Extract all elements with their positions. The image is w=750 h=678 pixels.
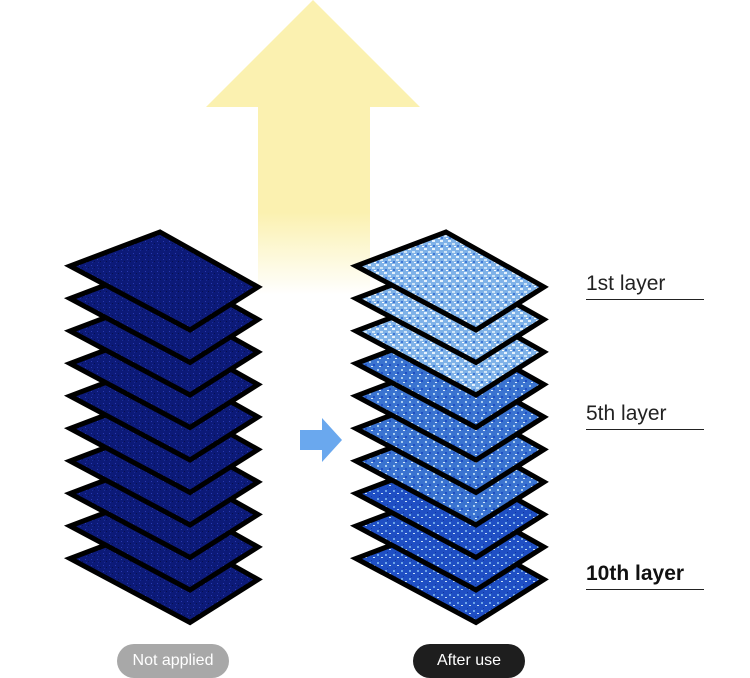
label-10th-layer: 10th layer (586, 561, 704, 590)
after-use-badge: After use (413, 644, 525, 678)
label-5th-layer: 5th layer (586, 401, 704, 430)
label-1st-layer: 1st layer (586, 271, 704, 300)
treated-layer-stack (349, 229, 549, 626)
small-right-arrow (300, 418, 342, 462)
untreated-layer-1 (63, 229, 263, 333)
big-up-arrow (206, 0, 420, 295)
untreated-layer-stack (63, 229, 263, 626)
treated-layer-1 (349, 229, 549, 333)
not-applied-badge: Not applied (117, 644, 229, 678)
